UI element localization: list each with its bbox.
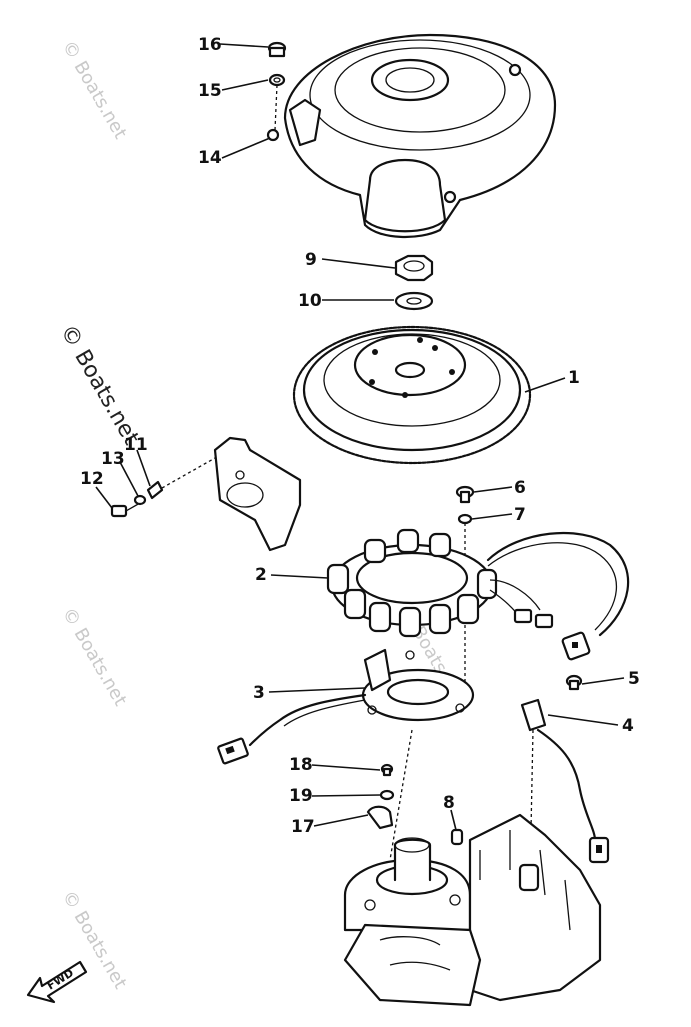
- callout-6: 6: [514, 478, 526, 498]
- nut-9: [394, 254, 434, 282]
- callout-labels: 16 15 14 9 10 1 11 13 12 6 7 2 5 3 4 18 …: [80, 35, 640, 837]
- flywheel-cover: [266, 33, 557, 238]
- callout-10: 10: [298, 291, 322, 311]
- clamp-17: [366, 805, 394, 830]
- screw-6: [455, 485, 475, 504]
- clip-11: [146, 457, 216, 500]
- callout-7: 7: [514, 505, 526, 525]
- fwd-arrow: FWD: [26, 960, 88, 1004]
- pulser-coil: [361, 648, 475, 722]
- washer-13: [133, 494, 147, 506]
- callout-1: 1: [568, 368, 580, 388]
- bolt-12: [110, 502, 141, 518]
- screw-18: [380, 763, 394, 777]
- crankcase-base: [343, 813, 602, 1007]
- flywheel: [292, 325, 532, 465]
- pulser-harness: [217, 693, 367, 765]
- callout-12: 12: [80, 469, 104, 489]
- collar-8: [450, 828, 464, 846]
- washer-19: [379, 789, 395, 801]
- callout-11: 11: [124, 435, 148, 455]
- sensor-4: [520, 698, 610, 864]
- callout-17: 17: [291, 817, 315, 837]
- callout-18: 18: [289, 755, 313, 775]
- washer-15: [268, 73, 286, 87]
- callout-2: 2: [255, 565, 267, 585]
- screw-5: [565, 674, 583, 691]
- callout-15: 15: [198, 81, 222, 101]
- callout-5: 5: [628, 669, 640, 689]
- stator: [326, 528, 498, 638]
- watermark-lower-left: © Boats.net: [58, 604, 131, 710]
- washer-7: [457, 513, 473, 525]
- callout-19: 19: [289, 786, 313, 806]
- stator-harness: [486, 531, 630, 661]
- callout-14: 14: [198, 148, 222, 168]
- watermark-dark: © Boats.net: [55, 321, 144, 450]
- callout-13: 13: [101, 449, 125, 469]
- washer-10: [394, 291, 434, 311]
- callout-leaders: [95, 43, 625, 831]
- ignition-bracket: [213, 436, 302, 552]
- callout-3: 3: [253, 683, 265, 703]
- watermark-top: © Boats.net: [58, 37, 131, 143]
- callout-4: 4: [622, 716, 634, 736]
- callout-16: 16: [198, 35, 222, 55]
- bolt-16: [267, 41, 287, 58]
- callout-8: 8: [443, 793, 455, 813]
- callout-9: 9: [305, 250, 317, 270]
